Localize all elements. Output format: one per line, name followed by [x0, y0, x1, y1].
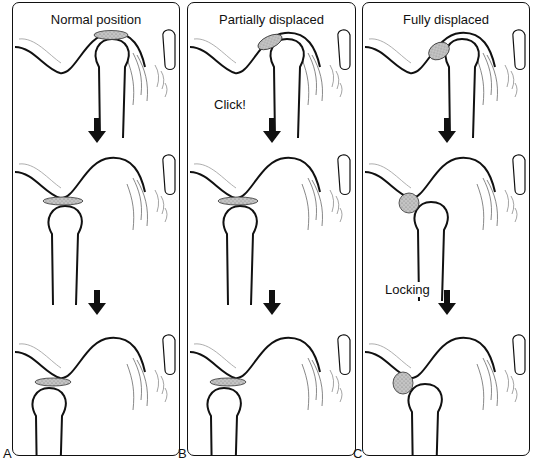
panel-letter: B: [177, 446, 188, 461]
panel-heading: Normal position: [13, 12, 179, 27]
stage-panel: Partially displaced: [187, 2, 356, 456]
stage-panel: Fully displaced: [362, 2, 530, 456]
panel-heading: Partially displaced: [188, 12, 355, 27]
panel-letter: A: [2, 446, 13, 461]
event-label: Locking: [384, 282, 431, 297]
panel-heading: Fully displaced: [363, 12, 529, 27]
panel-letter: C: [352, 446, 363, 461]
stage-panel: Normal position: [12, 2, 180, 456]
event-label: Click!: [213, 97, 247, 112]
